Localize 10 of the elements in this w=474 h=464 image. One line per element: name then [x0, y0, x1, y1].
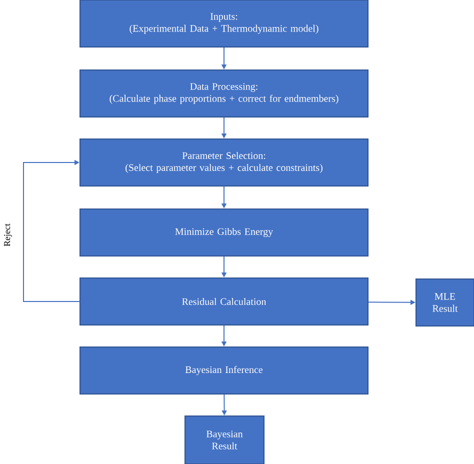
process-box: Parameter Selection: (Select parameter values + calculate constraints)	[80, 138, 368, 186]
process-box: Minimize Gibbs Energy	[80, 208, 368, 256]
process-box: Bayesian Result	[184, 416, 264, 464]
process-box: MLE Result	[416, 278, 474, 326]
process-box: Bayesian Inference	[80, 346, 368, 394]
process-box: Residual Calculation	[80, 278, 368, 326]
edge-label: Reject	[3, 222, 13, 248]
arrow	[23, 160, 80, 302]
process-box: Inputs: (Experimental Data + Thermodynamic model)	[80, 0, 368, 48]
process-box: Data Processing: (Calculate phase proportions + correct for endmembers)	[80, 70, 368, 118]
